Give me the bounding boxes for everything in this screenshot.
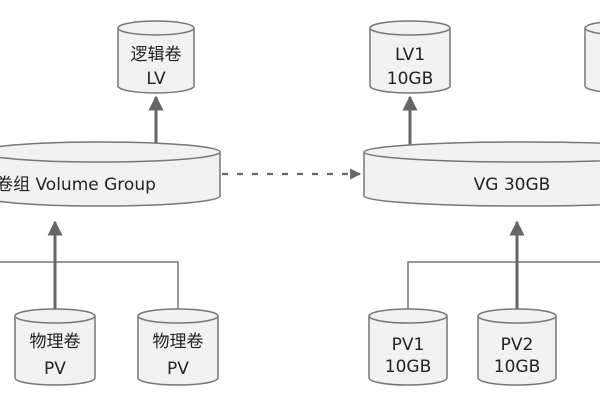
- left-pv1-label-line1: 物理卷: [29, 332, 81, 352]
- right-pv-connectors: [407, 261, 600, 310]
- right-pv2-cylinder: [477, 308, 557, 386]
- right-lv1-cylinder: [369, 20, 451, 94]
- left-pv-cylinder-2: [137, 308, 219, 386]
- left-pv1-label-line2: PV: [44, 359, 66, 379]
- left-lv-label-line2: LV: [146, 69, 166, 89]
- left-lv-label-line1: 逻辑卷: [130, 45, 182, 65]
- left-pv2-label-line2: PV: [167, 359, 189, 379]
- right-pv1-label-line2: 10GB: [384, 357, 432, 377]
- left-pv-cylinder-1: [14, 308, 96, 386]
- right-pv2-label-line2: 10GB: [493, 357, 541, 377]
- left-vg-cylinder: [0, 141, 221, 207]
- right-lv1-label-line2: 10GB: [386, 69, 434, 89]
- left-lv-cylinder: [117, 20, 195, 94]
- right-lv1-label-line1: LV1: [394, 45, 426, 65]
- left-pv-connectors: [0, 261, 179, 310]
- left-vg-label: 卷组 Volume Group: [0, 175, 156, 195]
- right-pv1-cylinder: [368, 308, 448, 386]
- right-vg-cylinder: [363, 141, 600, 207]
- left-pv2-label-line1: 物理卷: [152, 332, 204, 352]
- right-pv1-label-line1: PV1: [391, 335, 425, 355]
- right-pv2-label-line1: PV2: [500, 335, 534, 355]
- right-lv2-cylinder-partial: [584, 21, 600, 93]
- right-vg-label: VG 30GB: [473, 175, 551, 195]
